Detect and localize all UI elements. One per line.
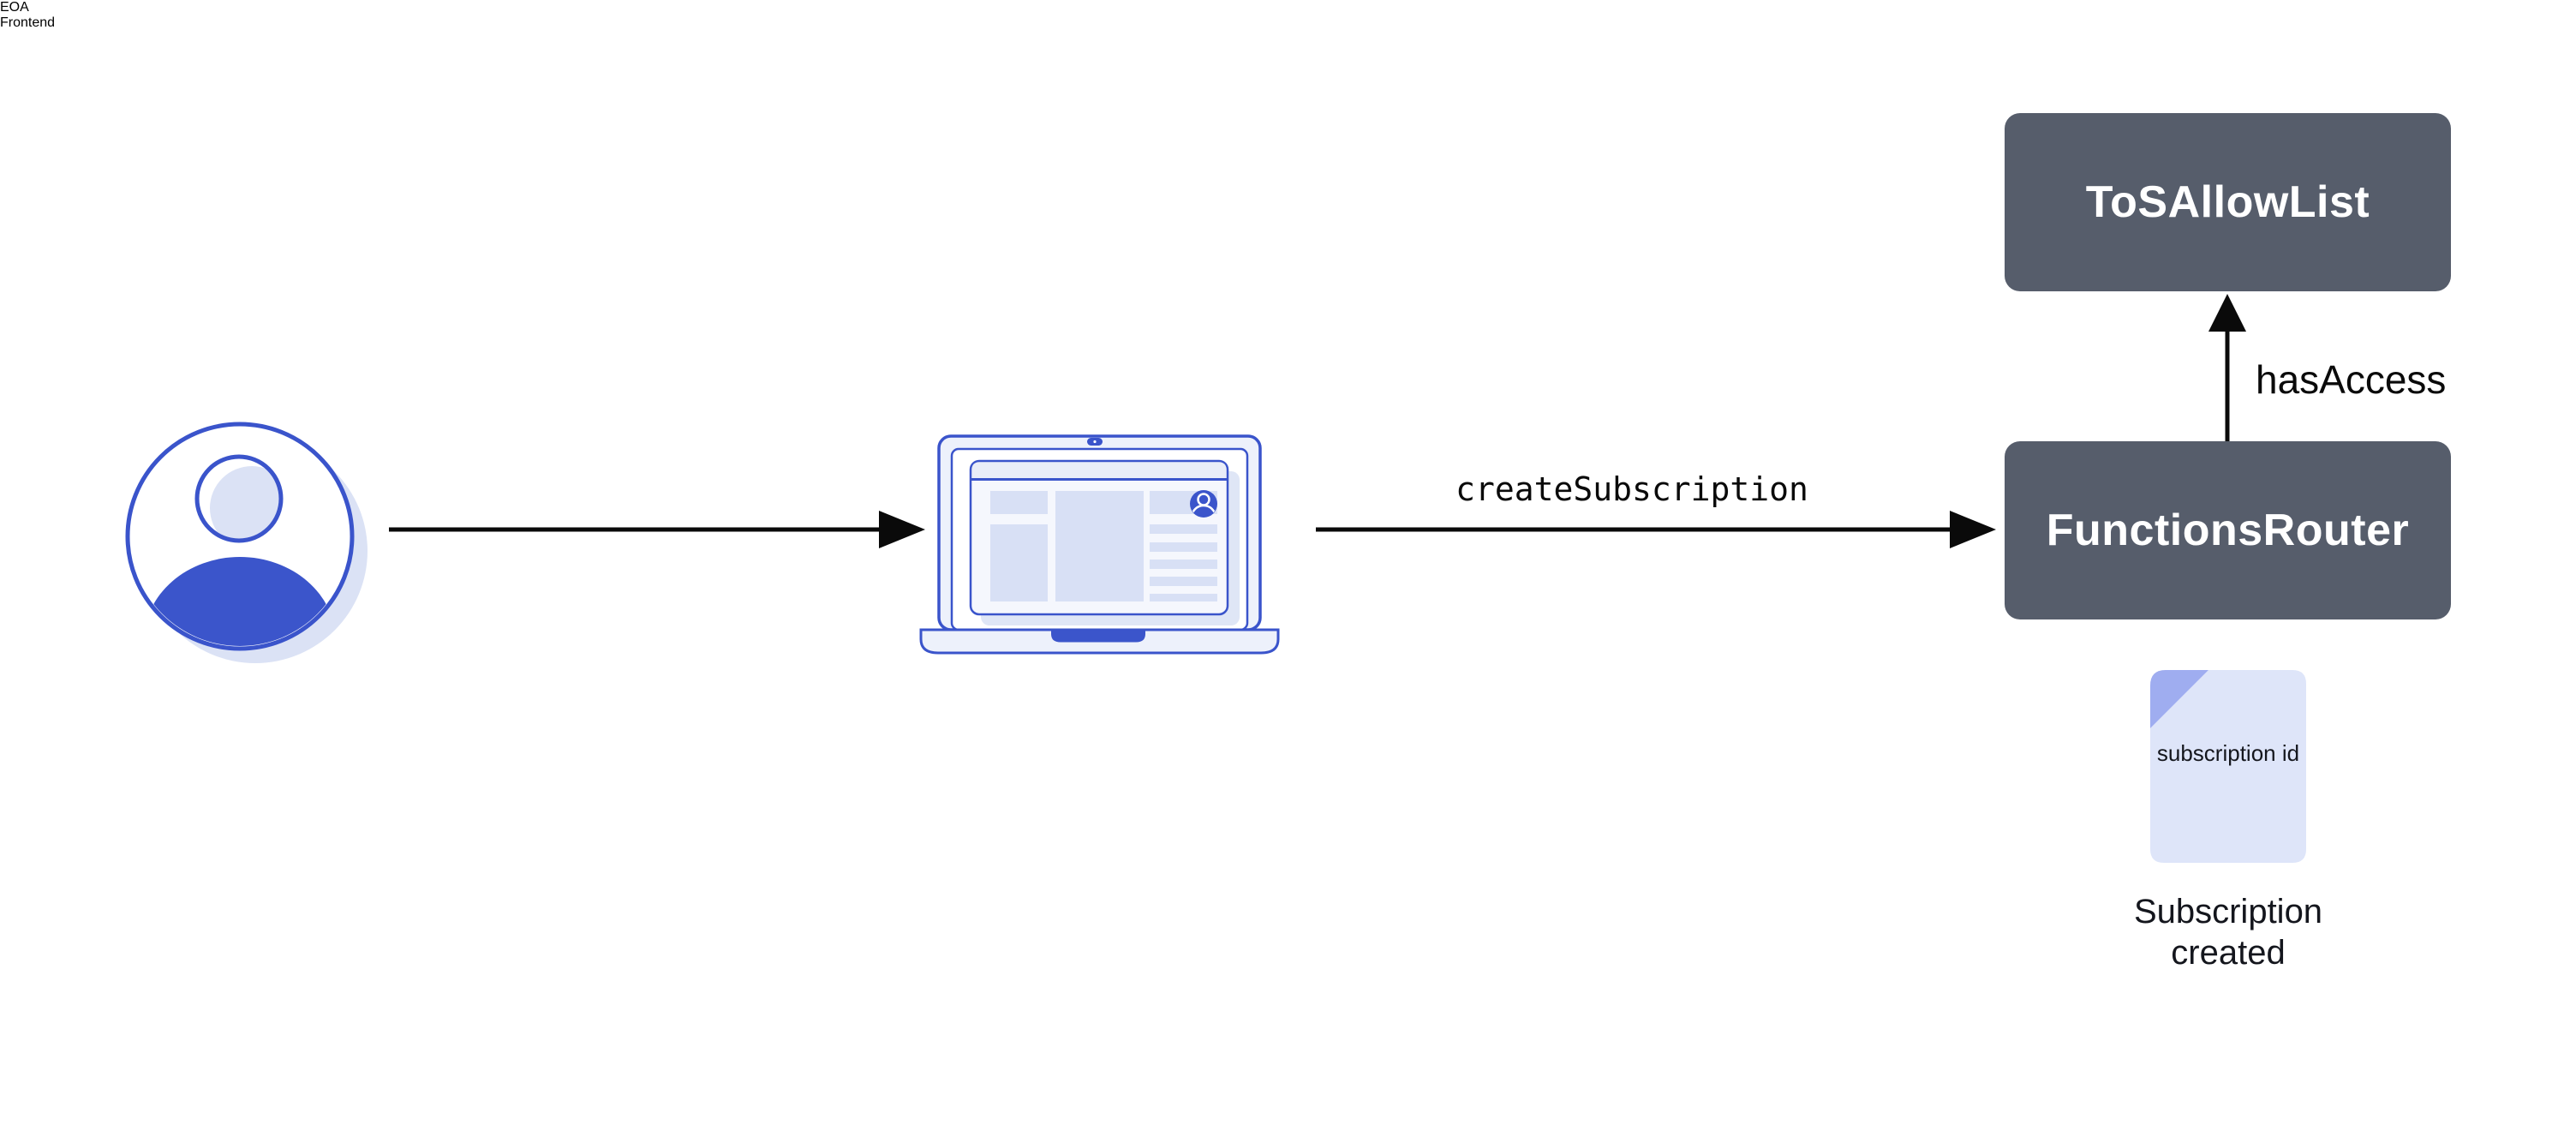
document-fold [2150,670,2208,728]
arrow-frontend-to-router [1316,511,1996,548]
has-access-label: hasAccess [2256,357,2447,402]
browser-header-divider [971,478,1227,481]
create-subscription-label: createSubscription [1455,470,1808,508]
eoa-label: EOA [0,0,29,15]
functions-router-node: FunctionsRouter [2005,441,2451,619]
laptop-icon [919,434,1280,655]
tos-allow-list-node: ToSAllowList [2005,113,2451,291]
laptop-camera-dot [1093,440,1097,444]
document-label: subscription id [2156,740,2300,766]
browser-content-blocks [990,491,1217,601]
arrow-router-to-tos [2208,294,2246,441]
mini-user-icon [1190,490,1217,518]
user-avatar-icon [125,422,368,663]
tos-allow-list-label: ToSAllowList [2085,177,2370,227]
functions-router-label: FunctionsRouter [2046,506,2410,555]
arrowhead [879,511,925,548]
laptop-notch [1051,631,1145,643]
arrowhead [2208,294,2246,332]
avatar-head-ring [194,454,284,543]
arrowhead [1950,511,1996,548]
avatar-body [144,557,336,646]
frontend-label: Frontend [0,15,56,30]
document-icon [2150,670,2306,863]
document-page [2150,670,2306,863]
subscription-created-caption: Subscription created [2133,893,2323,972]
browser-header [971,462,1227,478]
arrow-eoa-to-frontend [389,511,925,548]
